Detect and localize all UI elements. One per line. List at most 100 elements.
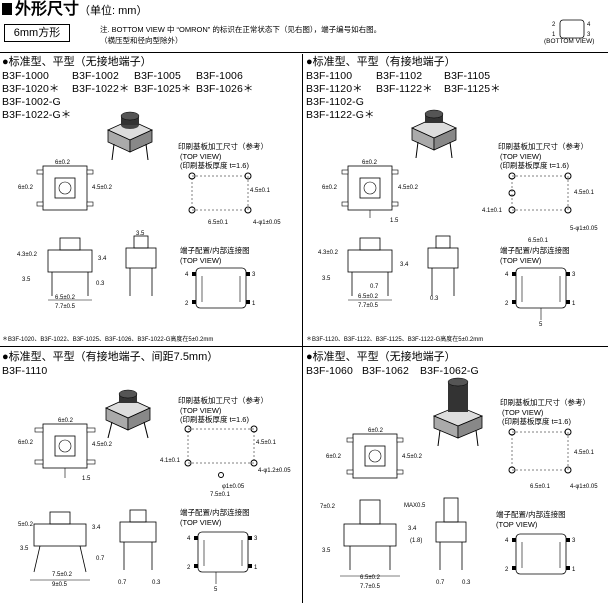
dim-label: 4.3±0.2 (318, 250, 338, 256)
svg-text:2: 2 (505, 567, 509, 573)
model: B3F-1022-G＊ (2, 109, 72, 121)
side-view-drawing (30, 511, 90, 581)
dim-label: 4.5±0.1 (574, 190, 594, 196)
dim-label: 0.7 (96, 556, 105, 562)
section-3-title: ●标准型、平型（有接地端子、间距7.5mm） (2, 351, 219, 363)
dim-label: 6±0.2 (322, 185, 337, 191)
pcb-hole-drawing (508, 428, 572, 474)
switch-3d-image (411, 109, 457, 159)
svg-text:1: 1 (572, 567, 576, 573)
terminal-diagram: 4 3 2 1 (185, 267, 256, 309)
dim-label: 4.5±0.1 (256, 440, 276, 446)
terminal-view: (TOP VIEW) (496, 520, 538, 529)
front-view-drawing (125, 235, 157, 296)
svg-text:1: 1 (252, 301, 256, 307)
model: B3F-1120＊ (306, 83, 363, 95)
dim-label: 3.4 (98, 256, 107, 262)
terminal-title: 端子配置/内部连接图 (180, 246, 250, 255)
dim-label: 4-φ1±0.05 (570, 484, 598, 490)
dim-label: MAX0.5 (404, 503, 426, 509)
pcb-thickness: (印刷基板厚度 t=1.6) (180, 161, 249, 170)
terminal-title: 端子配置/内部连接图 (496, 510, 566, 519)
terminal-title: 端子配置/内部连接图 (500, 246, 570, 255)
dim-label: 7.5±0.2 (52, 572, 72, 578)
pcb-title: 印刷基板加工尺寸（参考） (498, 142, 588, 151)
top-view-drawing (341, 165, 399, 218)
svg-text:2: 2 (505, 301, 509, 307)
dim-label: 0.3 (462, 580, 471, 586)
svg-text:2: 2 (185, 301, 189, 307)
pcb-hole-drawing (184, 425, 258, 478)
dim-label: 4.1±0.1 (160, 458, 180, 464)
model: B3F-1022＊ (72, 83, 130, 95)
dim-label: (1.8) (410, 538, 423, 544)
model: B3F-1125＊ (444, 83, 501, 95)
dim-label: 1.5 (82, 476, 91, 482)
dim-label: 0.3 (96, 281, 105, 287)
model: B3F-1026＊ (196, 83, 254, 95)
dim-label: 4.3±0.2 (17, 252, 37, 258)
top-view-drawing (36, 165, 94, 211)
dim-label: 6±0.2 (326, 454, 341, 460)
side-view-drawing (347, 237, 393, 301)
dim-label: 0.3 (152, 580, 161, 586)
dim-label: 4.5±0.1 (574, 450, 594, 456)
svg-text:1: 1 (572, 301, 576, 307)
terminal-view: (TOP VIEW) (500, 256, 542, 265)
section-1-title: ●标准型、平型（无接地端子） (2, 56, 152, 68)
model: B3F-1025＊ (134, 83, 192, 95)
pcb-thickness: (印刷基板厚度 t=1.6) (180, 415, 249, 424)
pcb-view: (TOP VIEW) (180, 406, 222, 415)
note-line-2: （横压型和径向型除外） (100, 36, 183, 45)
front-view-drawing (435, 497, 467, 570)
title-square-icon (2, 3, 12, 15)
switch-3d-image (432, 377, 484, 447)
pcb-view: (TOP VIEW) (500, 152, 542, 161)
side-view-drawing (340, 499, 400, 577)
terminal-diagram: 4 3 2 1 5 (505, 267, 576, 328)
dim-label: 3.5 (322, 548, 331, 554)
dim-label: 1.5 (390, 218, 399, 224)
switch-3d-image (107, 111, 153, 161)
top-view-drawing (346, 433, 404, 479)
pcb-view: (TOP VIEW) (502, 408, 544, 417)
model: B3F-1002 (72, 70, 119, 82)
note: 注. BOTTOM VIEW 中 “OMRON” 的标识在正常状态下（见右图），… (100, 24, 450, 46)
model: B3F-1006 (196, 70, 243, 82)
dim-label: 6.5±0.1 (208, 220, 228, 226)
note-line-1: 注. BOTTOM VIEW 中 “OMRON” 的标识在正常状态下（见右图），… (100, 25, 382, 34)
section-4-title: ●标准型、平型（无接地端子） (306, 351, 456, 363)
svg-text:3: 3 (572, 538, 576, 544)
section-1-models: B3F-1000 B3F-1002 B3F-1005 B3F-1006 B3F-102… (2, 70, 292, 122)
model: B3F-1122-G＊ (306, 109, 375, 121)
divider-horizontal (0, 346, 608, 347)
dim-label: 3.4 (408, 526, 417, 532)
front-view-drawing (427, 235, 459, 296)
dim-label: 3.5 (22, 277, 31, 283)
pcb-hole-drawing (508, 172, 572, 214)
model: B3F-1000 (2, 70, 49, 82)
dim-label: 6±0.2 (18, 185, 33, 191)
terminal-diagram: 4 3 2 1 (505, 533, 576, 575)
dim-label: 7.7±0.5 (55, 304, 75, 310)
dim-label: 3.4 (92, 525, 101, 531)
terminal-diagram: 4 3 2 1 5 (187, 531, 258, 593)
dim-label: 6.5±0.2 (55, 295, 75, 301)
bv-pin-3: 3 (587, 32, 591, 38)
model: B3F-1005 (134, 70, 181, 82)
dim-label: 6.5±0.1 (530, 484, 550, 490)
top-view-drawing (34, 423, 96, 478)
dim-label: 0.7 (370, 284, 379, 290)
pcb-title: 印刷基板加工尺寸（参考） (178, 396, 268, 405)
dim-label: 5±0.2 (18, 522, 33, 528)
divider-vertical (302, 54, 303, 603)
dim-label: 0.7 (436, 580, 445, 586)
svg-text:2: 2 (187, 565, 191, 571)
dim-label: 3.4 (400, 262, 409, 268)
divider-top (0, 52, 608, 53)
dim-label: 7.7±0.5 (360, 584, 380, 590)
dim-label: 9±0.5 (52, 582, 67, 588)
model: B3F-1102-G (306, 96, 364, 108)
page-title: 外形尺寸（单位: mm） (2, 0, 147, 21)
